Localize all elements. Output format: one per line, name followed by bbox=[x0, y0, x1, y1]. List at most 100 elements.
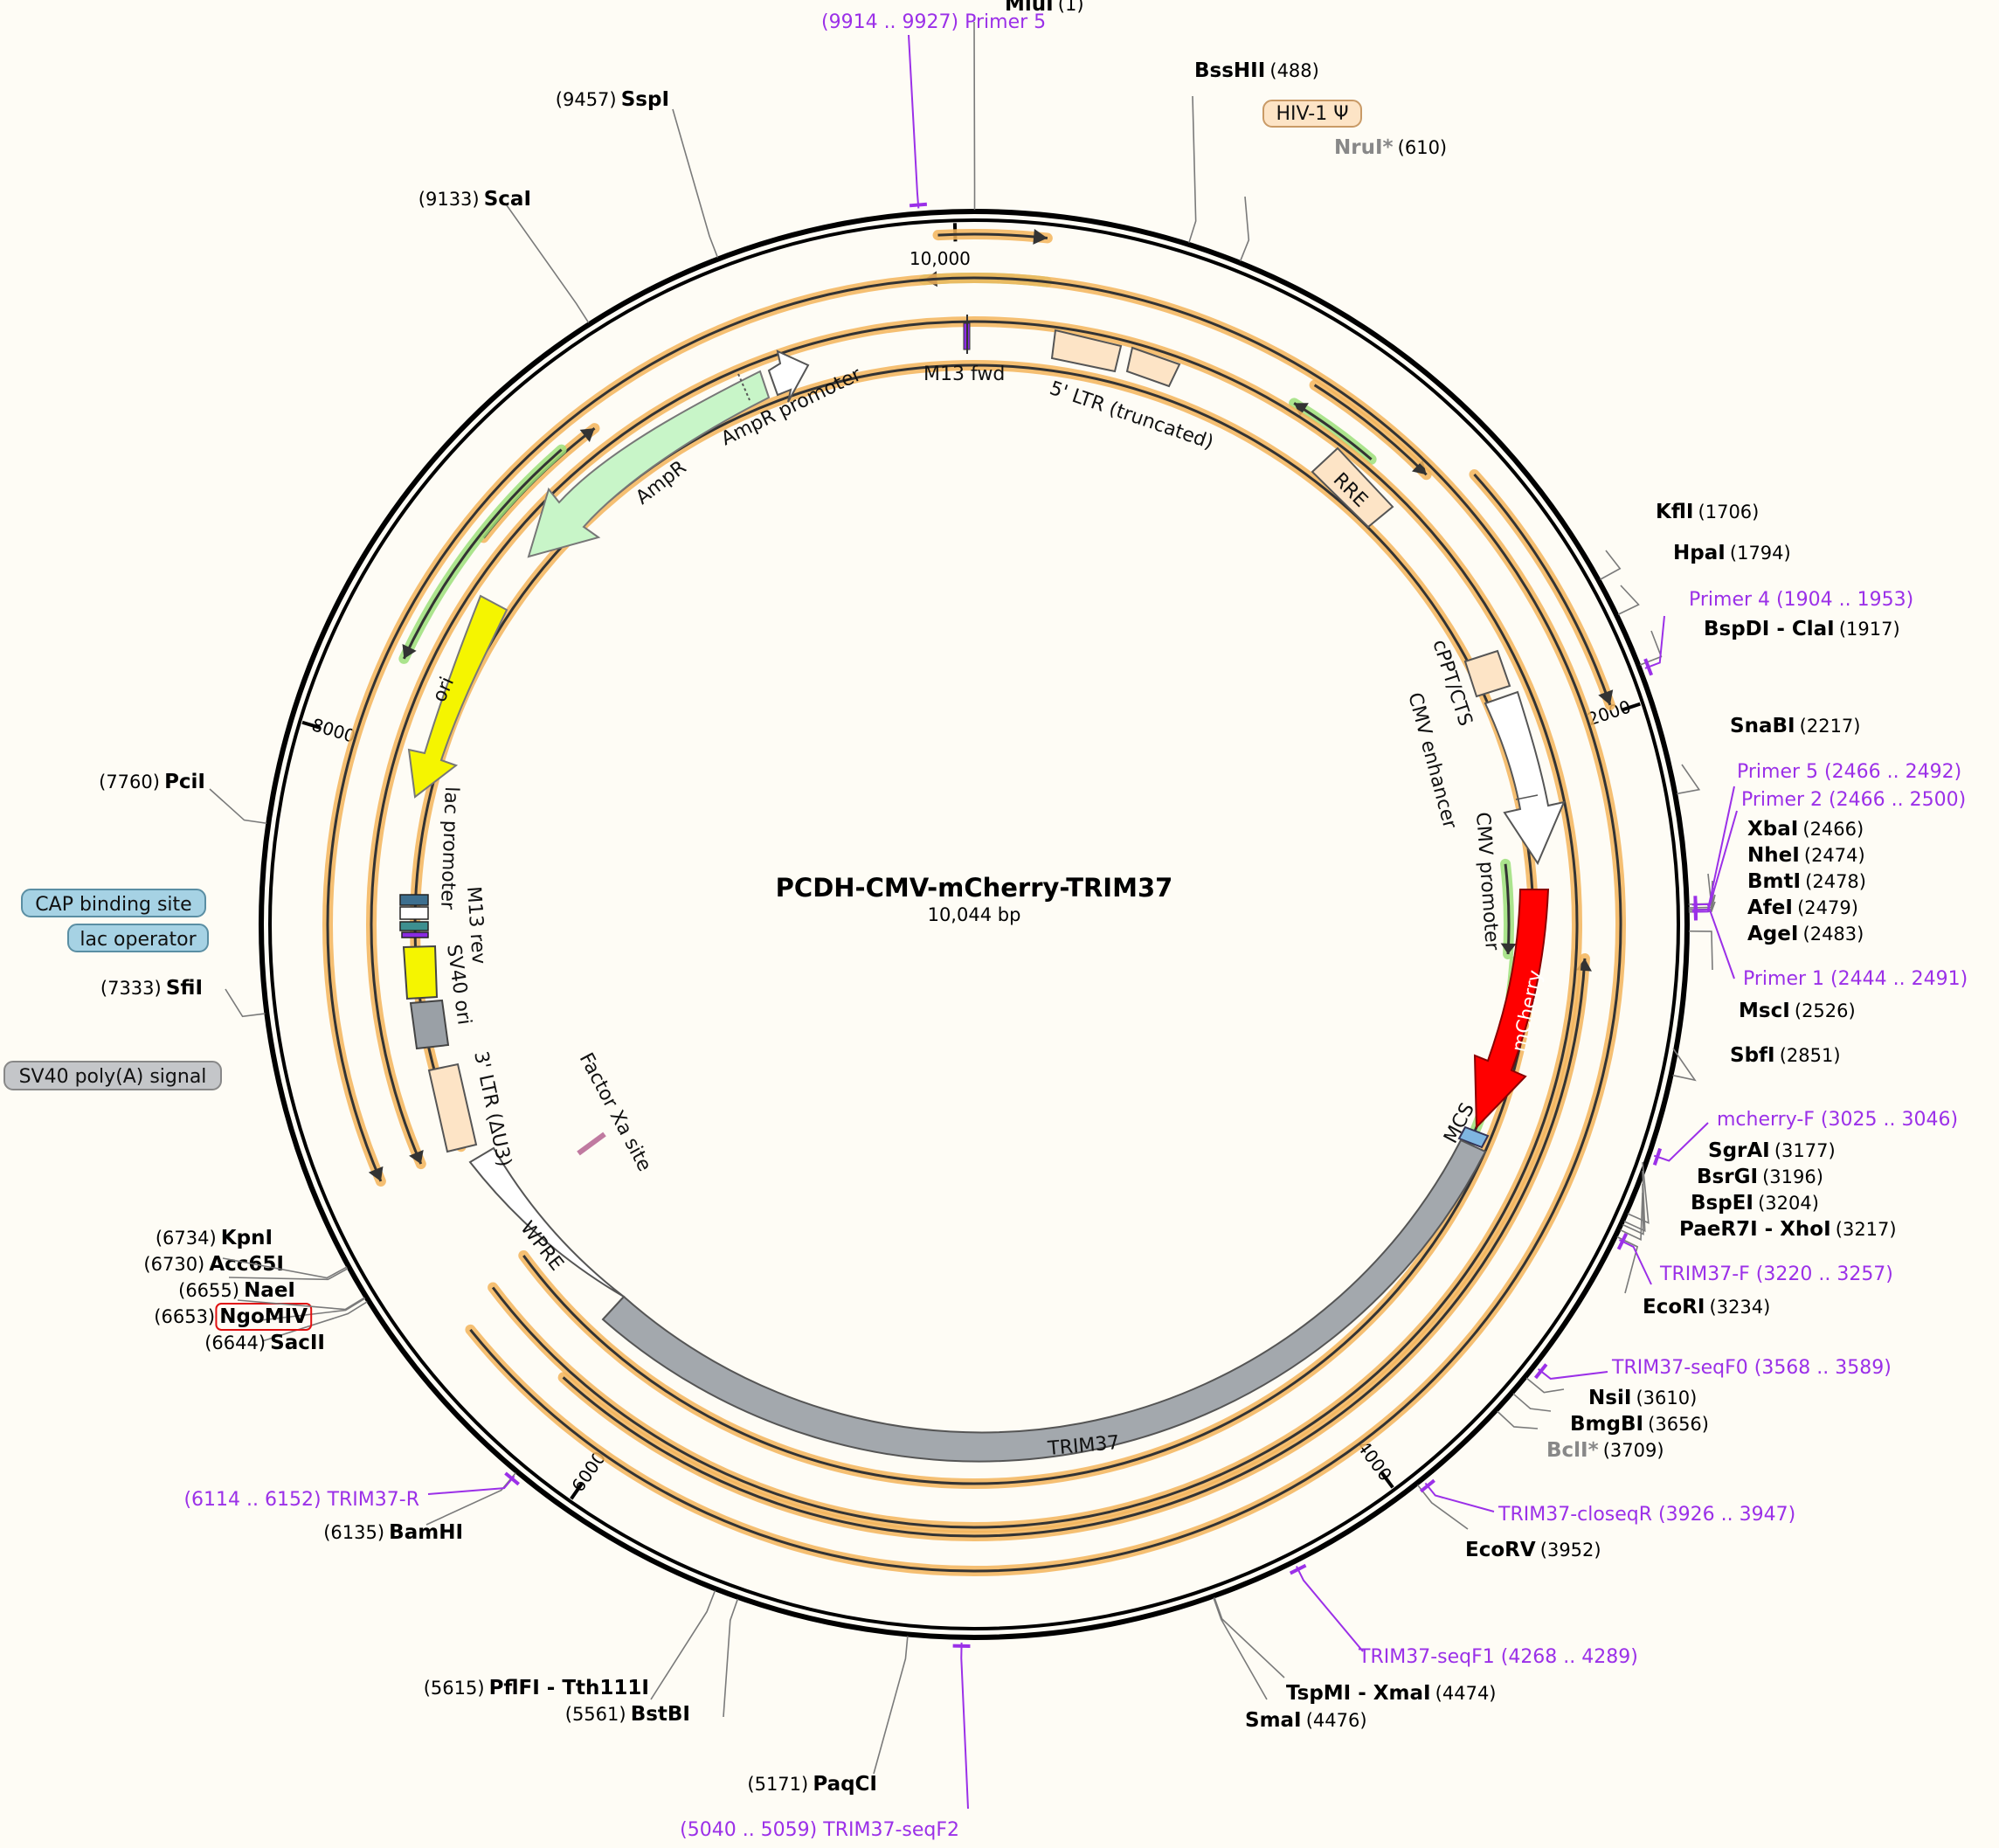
enzyme-position: (2466) bbox=[1802, 819, 1864, 840]
enzyme-text: KflI (1706) bbox=[1656, 501, 1759, 523]
enzyme-name: SnaBI bbox=[1730, 715, 1795, 737]
enzyme-leader bbox=[506, 204, 590, 323]
enzyme-label: SbfI (2851) bbox=[1730, 1044, 1841, 1067]
enzyme-text: MscI (2526) bbox=[1739, 1000, 1856, 1022]
enzyme-leader bbox=[237, 1297, 365, 1311]
enzyme-position: (9457) bbox=[556, 89, 617, 110]
primer-mark bbox=[1533, 1363, 1548, 1380]
enzyme-label: BmtI (2478) bbox=[1747, 870, 1866, 893]
enzyme-label: HpaI (1794) bbox=[1673, 542, 1791, 564]
feature-lac-promoter bbox=[399, 906, 429, 920]
enzyme-name: Acc65I bbox=[209, 1253, 284, 1276]
enzyme-text: (6655) NaeI bbox=[178, 1279, 295, 1302]
label-sv40-polya: SV40 poly(A) signal bbox=[19, 1066, 207, 1088]
enzyme-text: BspDI - ClaI (1917) bbox=[1704, 618, 1900, 640]
enzyme-leader bbox=[650, 1590, 716, 1700]
enzyme-name: NgoMIV bbox=[219, 1305, 308, 1328]
enzyme-name: HpaI bbox=[1673, 542, 1726, 564]
enzyme-label: SnaBI (2217) bbox=[1730, 715, 1861, 737]
enzyme-position: (6655) bbox=[178, 1280, 239, 1301]
enzyme-leader bbox=[1512, 1393, 1552, 1412]
enzyme-label: (9457) SspI bbox=[556, 88, 669, 111]
enzyme-label: NruI* (610) bbox=[1334, 136, 1447, 159]
primer-leader bbox=[427, 1475, 515, 1495]
enzyme-text: NheI (2474) bbox=[1747, 844, 1865, 867]
enzyme-leader bbox=[672, 108, 719, 258]
orf-arrow bbox=[370, 320, 1579, 1529]
orf-arrowhead bbox=[1033, 228, 1048, 245]
tick-mark bbox=[301, 720, 321, 730]
enzyme-position: (6135) bbox=[323, 1522, 384, 1543]
enzyme-position: (5171) bbox=[747, 1774, 808, 1795]
enzyme-name: KpnI bbox=[221, 1227, 273, 1249]
enzyme-name: PflFI - Tth111I bbox=[489, 1677, 649, 1699]
enzyme-text: BsrGI (3196) bbox=[1697, 1166, 1823, 1188]
feature-cppt bbox=[1463, 649, 1511, 698]
enzyme-text: PaeR7I - XhoI (3217) bbox=[1679, 1218, 1897, 1241]
enzyme-label: KflI (1706) bbox=[1656, 501, 1759, 523]
enzyme-label: (6655) NaeI bbox=[178, 1279, 295, 1302]
primer-label: mcherry-F (3025 .. 3046) bbox=[1717, 1109, 1958, 1131]
enzyme-leader bbox=[723, 1598, 739, 1718]
enzyme-leader bbox=[1620, 1192, 1643, 1241]
enzyme-name: EcoRV bbox=[1465, 1539, 1536, 1561]
feature-wpre bbox=[468, 1146, 626, 1320]
enzyme-name: NruI* bbox=[1334, 136, 1394, 159]
enzyme-label: BspDI - ClaI (1917) bbox=[1704, 618, 1900, 640]
enzyme-label: BssHII (488) bbox=[1194, 59, 1319, 82]
primer-mark bbox=[1419, 1478, 1435, 1493]
backbone bbox=[259, 209, 1690, 1640]
enzyme-name: SgrAI bbox=[1708, 1139, 1770, 1162]
enzyme-label: (7333) SfiI bbox=[100, 977, 203, 1000]
enzyme-leader bbox=[261, 1301, 368, 1342]
feature-lac-operator bbox=[399, 921, 429, 931]
primer-mark bbox=[1643, 658, 1654, 676]
enzyme-text: BclI* (3709) bbox=[1546, 1439, 1664, 1462]
enzyme-label: AfeI (2479) bbox=[1747, 896, 1858, 919]
plasmid-title: PCDH-CMV-mCherry-TRIM37 bbox=[776, 873, 1173, 903]
enzyme-position: (3196) bbox=[1762, 1166, 1823, 1187]
enzyme-text: (5615) PflFI - Tth111I bbox=[424, 1677, 649, 1699]
enzyme-position: (3952) bbox=[1540, 1540, 1601, 1561]
enzyme-name: AfeI bbox=[1747, 896, 1793, 919]
enzyme-label: (5561) BstBI bbox=[565, 1703, 690, 1726]
label-lac-operator-box: lac operator bbox=[67, 924, 209, 952]
enzyme-label: NsiI (3610) bbox=[1588, 1387, 1697, 1409]
enzyme-label: (7760) PciI bbox=[99, 771, 205, 793]
enzyme-leader bbox=[1188, 95, 1197, 244]
enzyme-label: EcoRI (3234) bbox=[1643, 1296, 1770, 1319]
primer-mark bbox=[909, 202, 928, 208]
primer-leader bbox=[908, 34, 920, 209]
primer-mark bbox=[504, 1471, 520, 1486]
enzyme-position: (4474) bbox=[1435, 1683, 1497, 1704]
feature-rre bbox=[1311, 446, 1394, 529]
enzyme-position: (2474) bbox=[1804, 845, 1865, 866]
enzyme-text: EcoRV (3952) bbox=[1465, 1539, 1601, 1561]
enzyme-name: NheI bbox=[1747, 844, 1800, 867]
primer-mark bbox=[1693, 896, 1698, 914]
enzyme-position: (3656) bbox=[1648, 1414, 1709, 1435]
enzyme-position: (2483) bbox=[1803, 924, 1864, 945]
orf-arrow bbox=[326, 276, 1622, 1573]
enzyme-leader bbox=[228, 1268, 349, 1281]
enzyme-name: EcoRI bbox=[1643, 1296, 1705, 1319]
enzyme-text: SgrAI (3177) bbox=[1708, 1139, 1836, 1162]
enzyme-position: (7760) bbox=[99, 772, 160, 792]
enzyme-position: (6730) bbox=[143, 1254, 204, 1275]
enzyme-name: SmaI bbox=[1245, 1709, 1302, 1732]
label-sv40-polya-box: SV40 poly(A) signal bbox=[3, 1061, 222, 1090]
orf-arrowhead bbox=[368, 1166, 384, 1181]
primer-mark bbox=[1289, 1563, 1307, 1575]
enzyme-position: (6644) bbox=[204, 1332, 266, 1353]
feature-5-ltr-b bbox=[1125, 346, 1181, 388]
enzyme-name: SspI bbox=[621, 88, 669, 111]
enzyme-leader bbox=[222, 1257, 348, 1279]
enzyme-label: BmgBI (3656) bbox=[1570, 1413, 1709, 1436]
enzyme-leader bbox=[873, 1636, 909, 1775]
enzyme-label: BspEI (3204) bbox=[1691, 1192, 1819, 1215]
enzyme-leader bbox=[973, 21, 976, 211]
enzyme-text: NsiI (3610) bbox=[1588, 1387, 1697, 1409]
primer-leader bbox=[960, 1642, 969, 1810]
enzyme-label: TspMI - XmaI (4474) bbox=[1286, 1682, 1497, 1705]
label-lac-operator: lac operator bbox=[80, 929, 197, 951]
